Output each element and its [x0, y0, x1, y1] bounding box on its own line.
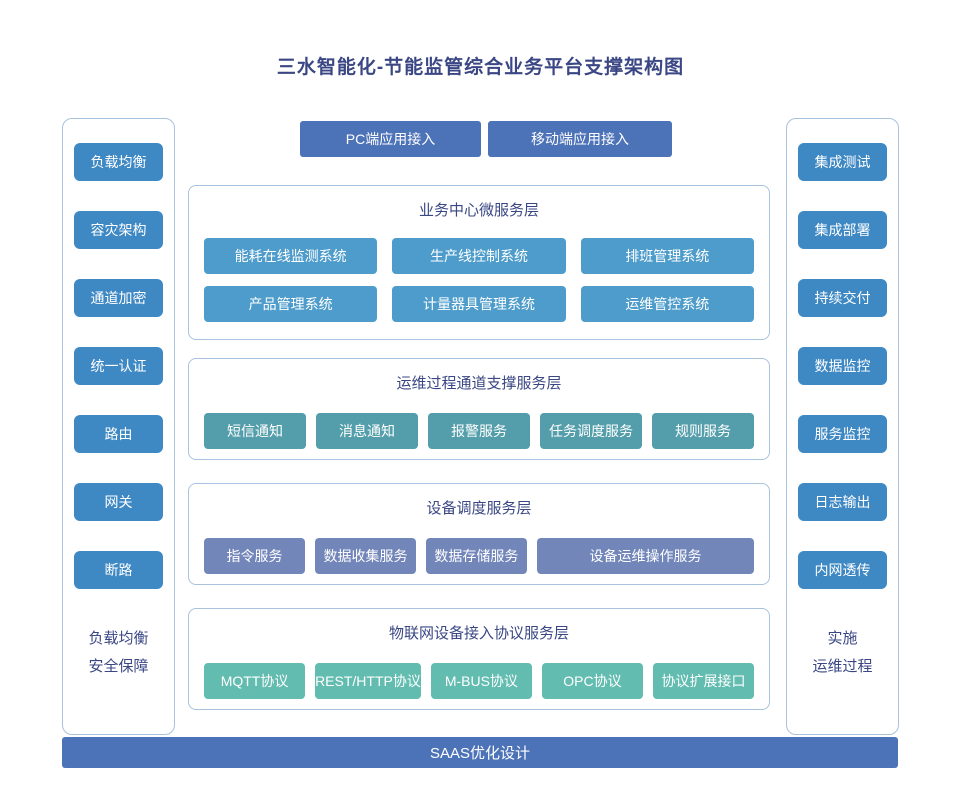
sidebar-item-log-output: 日志输出 — [798, 483, 887, 521]
box-sms-notify: 短信通知 — [204, 413, 306, 449]
layer-device-scheduling-title: 设备调度服务层 — [426, 500, 532, 517]
sidebar-item-integration-test: 集成测试 — [798, 143, 887, 181]
box-rule-service: 规则服务 — [652, 413, 754, 449]
pc-app-access-box: PC端应用接入 — [300, 121, 481, 157]
layer-om-channel-support-title: 运维过程通道支撑服务层 — [396, 375, 562, 392]
right-panel-caption-line2: 运维过程 — [812, 658, 873, 675]
box-message-notify: 消息通知 — [316, 413, 418, 449]
sidebar-item-disaster-recovery: 容灾架构 — [74, 211, 163, 249]
sidebar-item-routing: 路由 — [74, 415, 163, 453]
box-mbus-protocol: M-BUS协议 — [430, 663, 532, 699]
left-panel-caption: 负载均衡 安全保障 — [88, 625, 148, 681]
box-product-management-system: 产品管理系统 — [204, 286, 378, 322]
mobile-app-access-box: 移动端应用接入 — [488, 121, 672, 157]
box-data-storage-service: 数据存储服务 — [425, 538, 527, 574]
box-energy-monitoring-system: 能耗在线监测系统 — [204, 238, 378, 274]
left-panel-caption-line2: 安全保障 — [88, 658, 149, 675]
box-opc-protocol: OPC协议 — [541, 663, 643, 699]
right-panel-implementation-ops: 集成测试 集成部署 持续交付 数据监控 服务监控 日志输出 内网透传 实施 运维… — [786, 118, 899, 735]
sidebar-item-intranet-passthrough: 内网透传 — [798, 551, 887, 589]
box-protocol-extension-interface: 协议扩展接口 — [652, 663, 755, 699]
left-panel-load-balance-security: 负载均衡 容灾架构 通道加密 统一认证 路由 网关 断路 负载均衡 安全保障 — [62, 118, 175, 735]
box-metering-instrument-system: 计量器具管理系统 — [392, 286, 566, 322]
box-production-line-control-system: 生产线控制系统 — [392, 238, 566, 274]
box-om-control-system: 运维管控系统 — [580, 286, 754, 322]
sidebar-item-integration-deploy: 集成部署 — [798, 211, 887, 249]
right-panel-caption-line1: 实施 — [827, 630, 858, 647]
sidebar-item-unified-auth: 统一认证 — [74, 347, 163, 385]
box-alarm-service: 报警服务 — [428, 413, 530, 449]
layer-iot-protocol-title: 物联网设备接入协议服务层 — [388, 625, 569, 642]
box-command-service: 指令服务 — [204, 538, 305, 574]
page-title: 三水智能化-节能监管综合业务平台支撑架构图 — [276, 57, 685, 78]
sidebar-item-service-monitoring: 服务监控 — [798, 415, 887, 453]
right-panel-caption: 实施 运维过程 — [812, 625, 872, 681]
app-access-row: PC端应用接入 移动端应用接入 — [300, 121, 672, 157]
sidebar-item-data-monitoring: 数据监控 — [798, 347, 887, 385]
sidebar-item-load-balancing: 负载均衡 — [74, 143, 163, 181]
layer-business-microservices-title: 业务中心微服务层 — [418, 202, 539, 219]
layer-om-channel-support: 运维过程通道支撑服务层 短信通知 消息通知 报警服务 任务调度服务 规则服务 — [188, 358, 770, 460]
box-mqtt-protocol: MQTT协议 — [204, 663, 306, 699]
box-data-collection-service: 数据收集服务 — [314, 538, 416, 574]
box-shift-management-system: 排班管理系统 — [580, 238, 754, 274]
sidebar-item-circuit-breaker: 断路 — [74, 551, 163, 589]
saas-optimization-bar: SAAS优化设计 — [62, 737, 898, 768]
box-task-scheduling-service: 任务调度服务 — [540, 413, 642, 449]
box-device-om-operation-service: 设备运维操作服务 — [536, 538, 754, 574]
sidebar-item-gateway: 网关 — [74, 483, 163, 521]
layer-device-scheduling: 设备调度服务层 指令服务 数据收集服务 数据存储服务 设备运维操作服务 — [188, 483, 770, 585]
layer-iot-protocol: 物联网设备接入协议服务层 MQTT协议 REST/HTTP协议 M-BUS协议 … — [188, 608, 770, 710]
box-rest-http-protocol: REST/HTTP协议 — [315, 663, 421, 699]
sidebar-item-channel-encryption: 通道加密 — [74, 279, 163, 317]
layer-business-microservices: 业务中心微服务层 能耗在线监测系统 生产线控制系统 排班管理系统 产品管理系统 … — [188, 185, 770, 340]
sidebar-item-continuous-delivery: 持续交付 — [798, 279, 887, 317]
left-panel-caption-line1: 负载均衡 — [88, 630, 149, 647]
